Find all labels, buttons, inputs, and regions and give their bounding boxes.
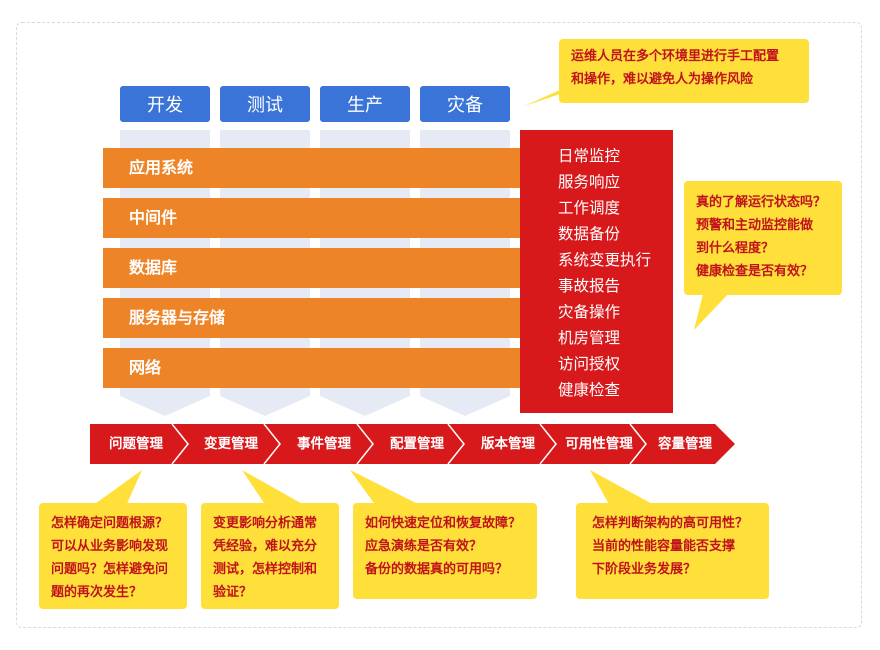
layer-label: 应用系统	[129, 158, 194, 177]
layer-label: 数据库	[129, 258, 178, 277]
ops-item-access-authorization: 访问授权	[558, 355, 621, 373]
callout-bottom1-tail	[92, 470, 142, 506]
process-change-mgmt: 变更管理	[204, 436, 258, 452]
callout-bottom4-tail	[590, 470, 656, 506]
process-capacity-mgmt: 容量管理	[658, 436, 712, 452]
callout-top: 运维人员在多个环境里进行手工配置 和操作，难以避免人为操作风险	[559, 39, 809, 103]
process-chevron-bar	[90, 424, 735, 464]
ops-item-daily-monitoring: 日常监控	[558, 147, 621, 165]
callout-text-line: 怎样确定问题根源？	[51, 516, 169, 531]
process-problem-mgmt: 问题管理	[109, 436, 163, 452]
callout-text-line: 验证？	[213, 585, 253, 600]
ops-item-data-backup: 数据备份	[558, 225, 621, 243]
callout-text-line: 变更影响分析通常	[213, 516, 318, 531]
operations-panel: 日常监控 服务响应 工作调度 数据备份 系统变更执行 事故报告 灾备操作 机房管…	[520, 130, 673, 413]
layer-label: 服务器与存储	[129, 308, 226, 327]
layer-middleware: 中间件	[103, 198, 541, 238]
env-tab-dev: 开发	[120, 86, 210, 122]
callout-text-line: 怎样判断架构的高可用性？	[592, 516, 749, 531]
ops-item-incident-report: 事故报告	[558, 277, 621, 295]
layer-label: 中间件	[129, 208, 178, 227]
process-incident-mgmt: 事件管理	[297, 436, 351, 452]
callout-text-line: 真的了解运行状态吗？	[696, 195, 827, 210]
callout-text-line: 预警和主动监控能做	[696, 218, 814, 233]
callout-bottom3-tail	[350, 470, 422, 506]
callout-problem-root-cause: 怎样确定问题根源？ 可以从业务影响发现 问题吗？怎样避免问 题的再次发生？	[39, 503, 187, 609]
callout-text-line: 如何快速定位和恢复故障？	[365, 516, 522, 531]
ops-item-dr-operation: 灾备操作	[558, 303, 621, 321]
callout-text-line: 下阶段业务发展？	[592, 562, 697, 577]
callout-text-line: 和操作，难以避免人为操作风险	[571, 72, 754, 87]
callout-text-line: 到什么程度？	[696, 241, 775, 256]
ops-item-change-execution: 系统变更执行	[558, 251, 652, 269]
callout-text-line: 运维人员在多个环境里进行手工配置	[571, 49, 780, 64]
callout-text-line: 备份的数据真的可用吗？	[365, 562, 509, 577]
env-tab-production: 生产	[320, 86, 410, 122]
callout-text-line: 凭经验，难以充分	[213, 539, 318, 554]
layer-application: 应用系统	[103, 148, 541, 188]
ops-item-datacenter-mgmt: 机房管理	[558, 329, 621, 347]
env-tab-disaster-recovery: 灾备	[420, 86, 510, 122]
callout-text-line: 测试，怎样控制和	[213, 562, 318, 577]
callout-availability-capacity: 怎样判断架构的高可用性？ 当前的性能容量能否支撑 下阶段业务发展？	[576, 503, 769, 599]
layer-database: 数据库	[103, 248, 541, 288]
callout-fault-recovery: 如何快速定位和恢复故障？ 应急演练是否有效？ 备份的数据真的可用吗？	[353, 503, 537, 599]
callout-text-line: 应急演练是否有效？	[365, 539, 483, 554]
layer-network: 网络	[103, 348, 541, 388]
env-tab-test: 测试	[220, 86, 310, 122]
layer-label: 网络	[129, 358, 162, 377]
callout-text-line: 可以从业务影响发现	[51, 539, 169, 554]
callout-right-tail	[694, 290, 732, 330]
ops-item-service-response: 服务响应	[558, 173, 621, 191]
ops-item-job-scheduling: 工作调度	[558, 199, 621, 217]
layer-server-storage: 服务器与存储	[103, 298, 541, 338]
ops-item-health-check: 健康检查	[558, 381, 621, 399]
callout-text-line: 当前的性能容量能否支撑	[592, 539, 736, 554]
process-release-mgmt: 版本管理	[481, 436, 535, 452]
diagram-frame	[16, 22, 862, 628]
callout-text-line: 健康检查是否有效？	[696, 264, 814, 279]
callout-right: 真的了解运行状态吗？ 预警和主动监控能做 到什么程度？ 健康检查是否有效？	[684, 181, 842, 295]
process-availability-mgmt: 可用性管理	[565, 436, 633, 452]
callout-bottom2-tail	[242, 470, 306, 506]
callout-text-line: 题的再次发生？	[51, 585, 143, 600]
callout-text-line: 问题吗？怎样避免问	[51, 562, 169, 577]
process-config-mgmt: 配置管理	[390, 436, 444, 452]
callout-change-impact: 变更影响分析通常 凭经验，难以充分 测试，怎样控制和 验证？	[201, 503, 339, 609]
